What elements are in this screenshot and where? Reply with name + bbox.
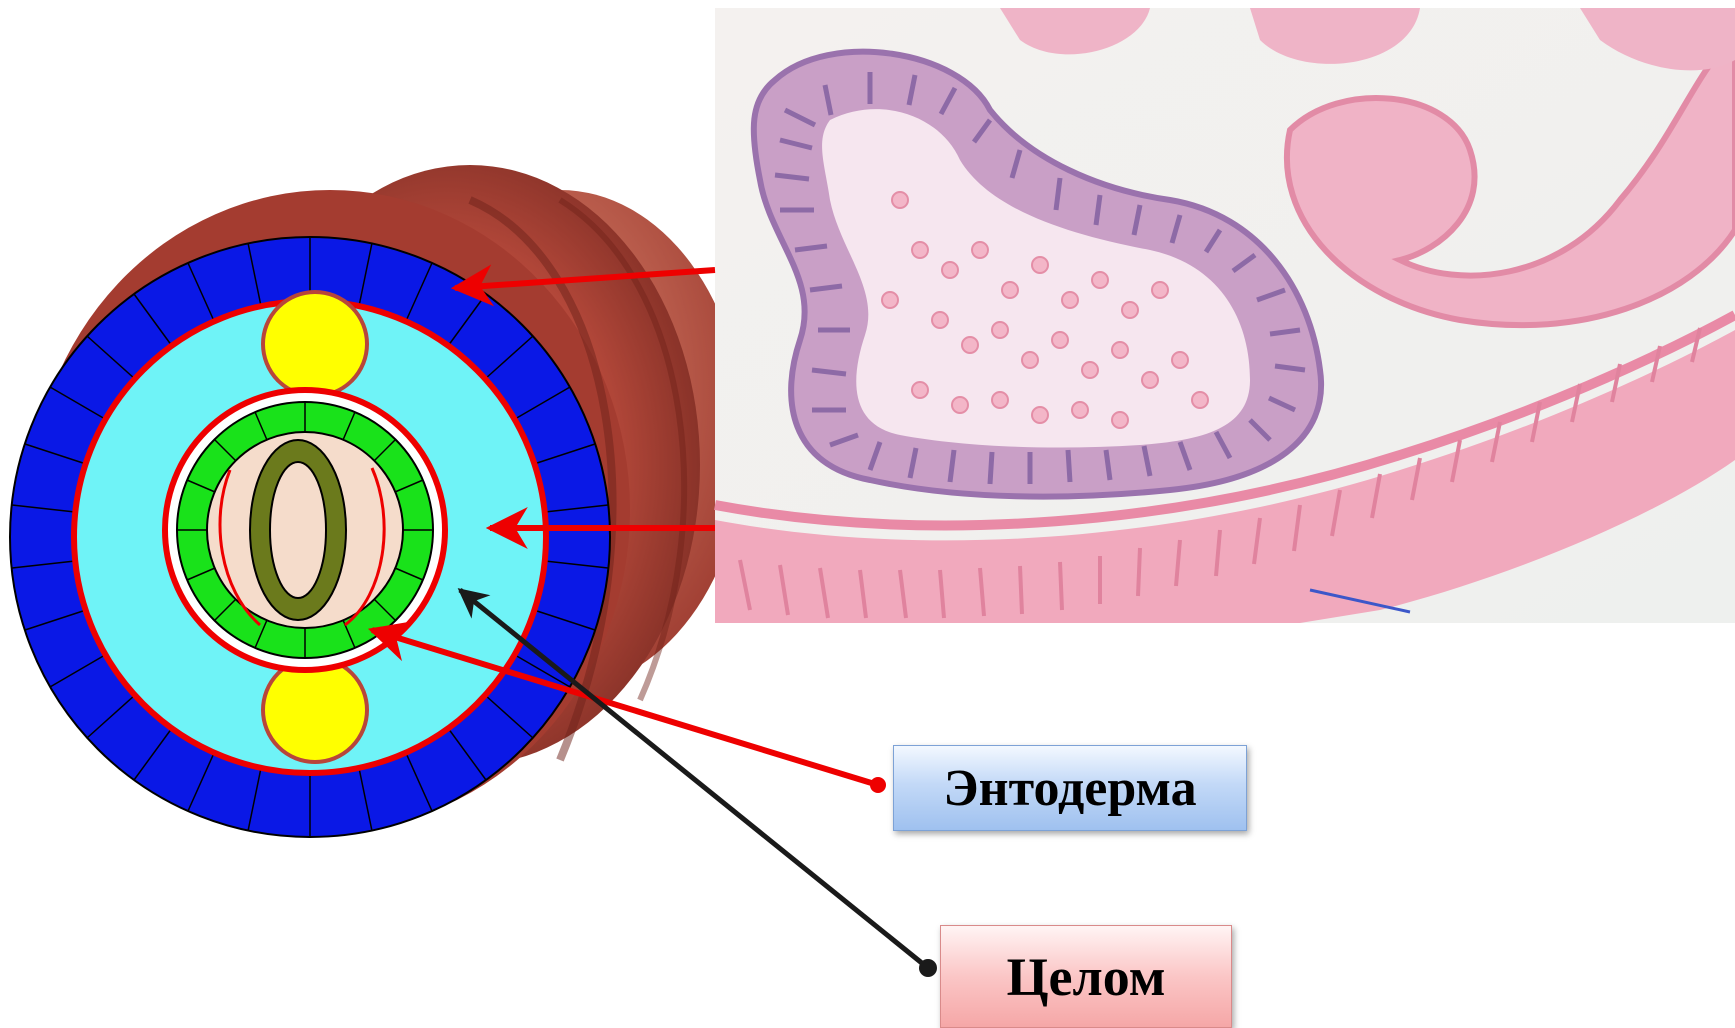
cross-section-diagram xyxy=(10,237,610,837)
gut-lumen xyxy=(270,462,326,598)
coelom-label: Целом xyxy=(940,925,1232,1028)
histology-micrograph xyxy=(715,8,1735,623)
entoderm-label: Энтодерма xyxy=(893,745,1247,831)
arrow-coelom-dot xyxy=(919,959,937,977)
arrow-entoderm-dot xyxy=(870,777,886,793)
dorsal-nerve-cord xyxy=(263,292,367,396)
ventral-nerve-cord xyxy=(263,658,367,762)
